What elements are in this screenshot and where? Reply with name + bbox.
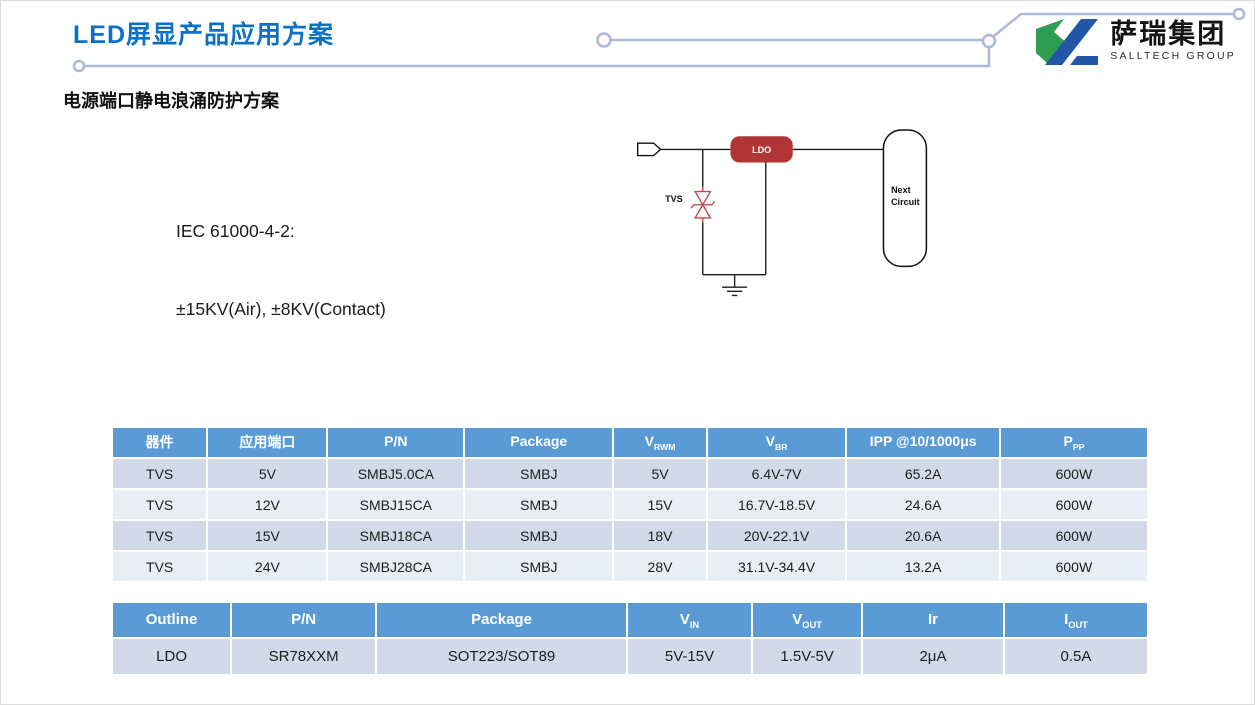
ground-icon (722, 274, 748, 297)
tvs-label: TVS (665, 194, 683, 204)
table-cell: 16.7V-18.5V (705, 488, 848, 521)
table-cell: 13.2A (845, 550, 1001, 583)
tvs-table: 器件 应用端口 P/N Package VRWM VBR IPP @10/100… (110, 426, 1150, 583)
input-connector-icon (637, 142, 662, 157)
table-cell: 600W (998, 519, 1150, 552)
table-cell: SMBJ5.0CA (326, 457, 466, 490)
table-cell: SOT223/SOT89 (375, 637, 628, 676)
page-title: LED屏显产品应用方案 (73, 21, 335, 49)
table-header-cell: Outline (110, 601, 233, 639)
table-header-cell: VRWM (612, 426, 708, 459)
table-cell: 31.1V-34.4V (705, 550, 848, 583)
table-cell: 65.2A (845, 457, 1001, 490)
tvs-diode-icon (690, 186, 716, 223)
table-cell: TVS (110, 488, 209, 521)
table-cell: 24.6A (845, 488, 1001, 521)
table-header-cell: Package (463, 426, 615, 459)
table-header-cell: IPP @10/1000μs (845, 426, 1001, 459)
table-header-cell: 器件 (110, 426, 209, 459)
table-header-cell: IOUT (1002, 601, 1150, 639)
logo-subname: SALLTECH GROUP (1110, 50, 1236, 63)
next-circuit-line1: Next (891, 185, 911, 195)
table-cell: SMBJ18CA (326, 519, 466, 552)
table-row: TVS 5V SMBJ5.0CA SMBJ 5V 6.4V-7V 65.2A 6… (110, 457, 1150, 490)
table-cell: 18V (612, 519, 708, 552)
table-header-cell: Ir (861, 601, 1005, 639)
table-cell: 5V-15V (625, 637, 754, 676)
table-cell: 12V (206, 488, 329, 521)
table-cell: SMBJ (463, 550, 615, 583)
table-cell: 2μA (861, 637, 1005, 676)
table-cell: 20.6A (845, 519, 1001, 552)
table-cell: SMBJ15CA (326, 488, 466, 521)
next-circuit-block: Next Circuit (882, 129, 928, 268)
table-header-cell: PPP (998, 426, 1150, 459)
table-header-cell: P/N (326, 426, 466, 459)
spec-title: IEC 61000-4-2: (176, 221, 295, 241)
table-header-cell: VBR (705, 426, 848, 459)
esd-specs: IEC 61000-4-2: ±15KV(Air), ±8KV(Contact)… (176, 166, 596, 674)
table-cell: 600W (998, 550, 1150, 583)
table-row: LDO SR78XXM SOT223/SOT89 5V-15V 1.5V-5V … (110, 637, 1150, 676)
ldo-block: LDO (730, 136, 793, 163)
table-cell: TVS (110, 457, 209, 490)
table-cell: 24V (206, 550, 329, 583)
tvs-table-header: 器件 应用端口 P/N Package VRWM VBR IPP @10/100… (110, 426, 1150, 459)
table-cell: 600W (998, 488, 1150, 521)
section-subtitle: 电源端口静电浪涌防护方案 (63, 91, 279, 111)
table-cell: 15V (612, 488, 708, 521)
table-cell: SMBJ28CA (326, 550, 466, 583)
table-cell: SMBJ (463, 488, 615, 521)
table-cell: 5V (612, 457, 708, 490)
table-cell: SR78XXM (230, 637, 378, 676)
next-circuit-line2: Circuit (891, 197, 920, 207)
table-cell: 0.5A (1002, 637, 1150, 676)
table-cell: SMBJ (463, 519, 615, 552)
company-logo: 萨瑞集团 SALLTECH GROUP (1034, 17, 1236, 65)
table-cell: 15V (206, 519, 329, 552)
ldo-label: LDO (752, 145, 771, 155)
table-cell: 600W (998, 457, 1150, 490)
ldo-table: Outline P/N Package VIN VOUT Ir IOUT LDO… (110, 601, 1150, 676)
table-cell: LDO (110, 637, 233, 676)
spec-value: ±15KV(Air), ±8KV(Contact) (176, 299, 386, 319)
table-cell: 1.5V-5V (751, 637, 864, 676)
table-header-cell: VOUT (751, 601, 864, 639)
circuit-diagram: TVS LDO Next Circuit (637, 129, 928, 297)
logo-name: 萨瑞集团 (1110, 18, 1227, 49)
logo-text: 萨瑞集团 SALLTECH GROUP (1110, 18, 1236, 63)
table-cell: TVS (110, 550, 209, 583)
table-row: TVS 24V SMBJ28CA SMBJ 28V 31.1V-34.4V 13… (110, 550, 1150, 583)
table-row: TVS 12V SMBJ15CA SMBJ 15V 16.7V-18.5V 24… (110, 488, 1150, 521)
table-header-cell: VIN (625, 601, 754, 639)
logo-mark-icon (1036, 19, 1099, 65)
table-row: TVS 15V SMBJ18CA SMBJ 18V 20V-22.1V 20.6… (110, 519, 1150, 552)
table-cell: SMBJ (463, 457, 615, 490)
table-cell: 28V (612, 550, 708, 583)
table-cell: TVS (110, 519, 209, 552)
table-header-cell: 应用端口 (206, 426, 329, 459)
table-header-cell: Package (375, 601, 628, 639)
table-cell: 6.4V-7V (705, 457, 848, 490)
table-cell: 5V (206, 457, 329, 490)
table-cell: 20V-22.1V (705, 519, 848, 552)
ldo-table-header: Outline P/N Package VIN VOUT Ir IOUT (110, 601, 1150, 639)
spec-iec-61000-4-2: IEC 61000-4-2: ±15KV(Air), ±8KV(Contact) (176, 166, 596, 374)
table-header-cell: P/N (230, 601, 378, 639)
